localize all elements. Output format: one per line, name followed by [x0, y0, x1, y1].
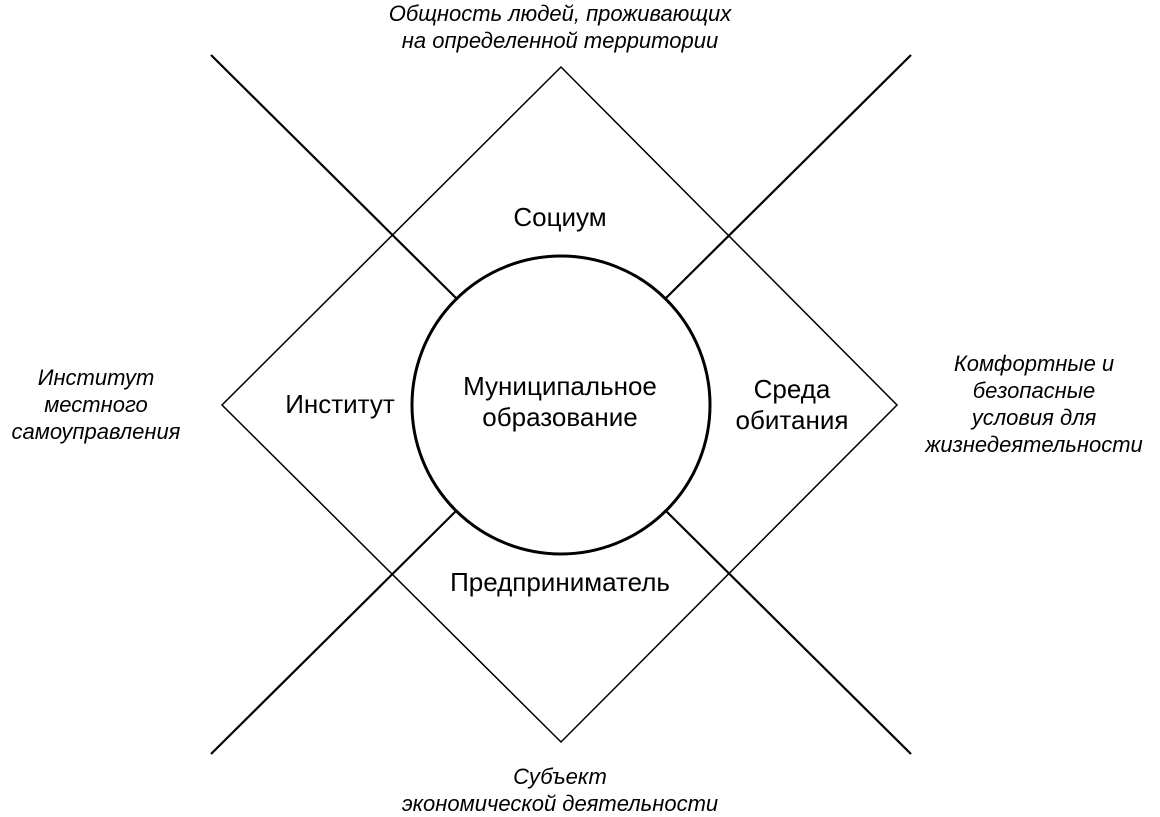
diamond-outline — [220, 65, 899, 744]
node-label-bottom: Предприниматель — [410, 567, 710, 598]
caption-top-line-1: Общность людей, проживающих — [388, 1, 732, 26]
node-label-top: Социум — [460, 202, 660, 233]
center-circle — [410, 254, 712, 556]
caption-right-line-3: условия для — [971, 405, 1097, 430]
diagonal-bottom-left — [210, 510, 457, 755]
node-label-left: Институт — [262, 389, 418, 420]
caption-right-line-4: жизнедеятельности — [925, 432, 1143, 457]
node-label-right: Среда обитания — [702, 374, 882, 436]
diagonal-bottom-right — [665, 510, 912, 755]
caption-right-line-1: Комфортные и — [953, 351, 1115, 376]
caption-right: Комфортные и безопасные условия для жизн… — [908, 350, 1160, 458]
node-label-bottom-text: Предприниматель — [450, 567, 670, 597]
caption-bottom: Субъект экономической деятельности — [330, 763, 790, 817]
caption-left-line-1: Институт — [37, 365, 155, 390]
caption-left-line-3: самоуправления — [11, 419, 181, 444]
node-label-right-line-2: обитания — [735, 405, 849, 435]
caption-left: Институт местного самоуправления — [0, 364, 192, 445]
caption-top: Общность людей, проживающих на определен… — [330, 0, 790, 54]
center-label-line-1: Муниципальное — [463, 371, 657, 401]
caption-right-line-2: безопасные — [972, 378, 1096, 403]
caption-left-line-2: местного — [44, 392, 148, 417]
caption-bottom-line-1: Субъект — [513, 764, 607, 789]
node-label-top-text: Социум — [513, 202, 607, 232]
diagonal-top-left — [210, 54, 457, 299]
node-label-right-line-1: Среда — [753, 374, 831, 404]
node-label-left-text: Институт — [285, 389, 395, 419]
caption-bottom-line-2: экономической деятельности — [401, 791, 719, 816]
center-label-line-2: образование — [482, 402, 638, 432]
caption-top-line-2: на определенной территории — [401, 28, 719, 53]
diagonal-top-right — [665, 54, 912, 299]
center-label: Муниципальное образование — [420, 371, 700, 433]
